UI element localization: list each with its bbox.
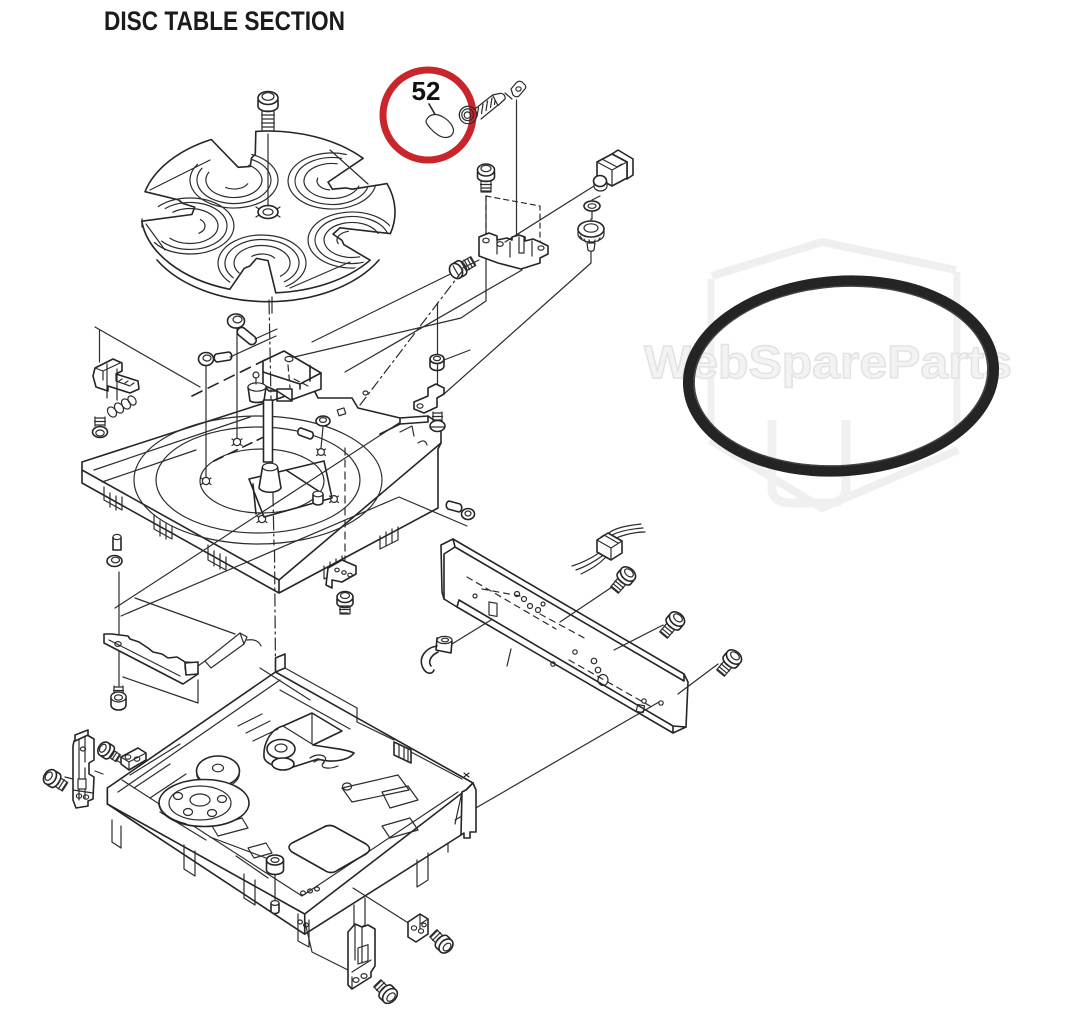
svg-text:DISC TABLE SECTION: DISC TABLE SECTION [104, 6, 345, 36]
svg-text:52: 52 [412, 76, 441, 106]
